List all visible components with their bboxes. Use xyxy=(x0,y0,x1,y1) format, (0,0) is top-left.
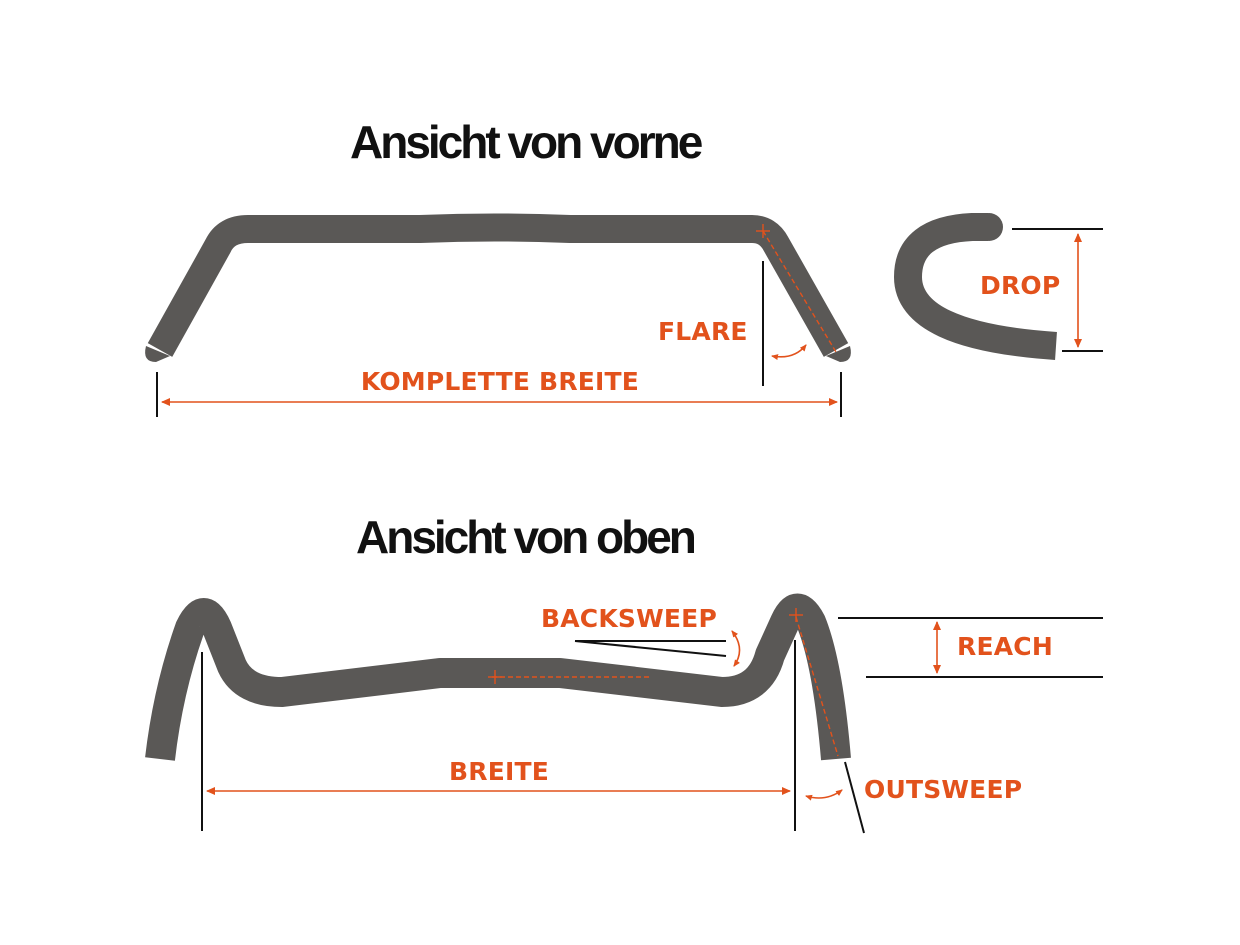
front-right-end-cap xyxy=(826,346,851,362)
front-view-title: Ansicht von vorne xyxy=(350,116,703,168)
front-view-section: FLARE KOMPLETTE BREITE DROP xyxy=(145,213,1103,417)
drop-profile-end-cap xyxy=(975,213,1003,241)
front-left-end-cap xyxy=(145,346,170,362)
drop-profile-shape xyxy=(894,213,1057,360)
curved-double-arrow-icon xyxy=(805,789,843,801)
outsweep-label: OUTSWEEP xyxy=(864,775,1022,804)
top-view-section: BACKSWEEP REACH OUTSWEEP BREITE xyxy=(145,593,1103,834)
front-handlebar-shape xyxy=(147,213,849,357)
outsweep-angle-reference xyxy=(844,761,865,834)
outsweep-centerline xyxy=(795,616,839,757)
drop-label: DROP xyxy=(980,271,1060,300)
curved-double-arrow-icon xyxy=(731,630,741,667)
curved-double-arrow-icon xyxy=(771,344,807,361)
flare-label: FLARE xyxy=(658,317,748,346)
width-label: BREITE xyxy=(449,757,549,786)
backsweep-label: BACKSWEEP xyxy=(541,604,717,633)
crosshair-icon xyxy=(488,670,502,684)
reach-label: REACH xyxy=(957,632,1053,661)
crosshair-icon xyxy=(756,224,770,238)
top-handlebar-shape xyxy=(145,593,851,761)
backsweep-reference-line-2 xyxy=(574,640,727,657)
crosshair-icon xyxy=(789,608,803,622)
total-width-label: KOMPLETTE BREITE xyxy=(361,367,639,396)
top-view-title: Ansicht von oben xyxy=(356,511,695,563)
